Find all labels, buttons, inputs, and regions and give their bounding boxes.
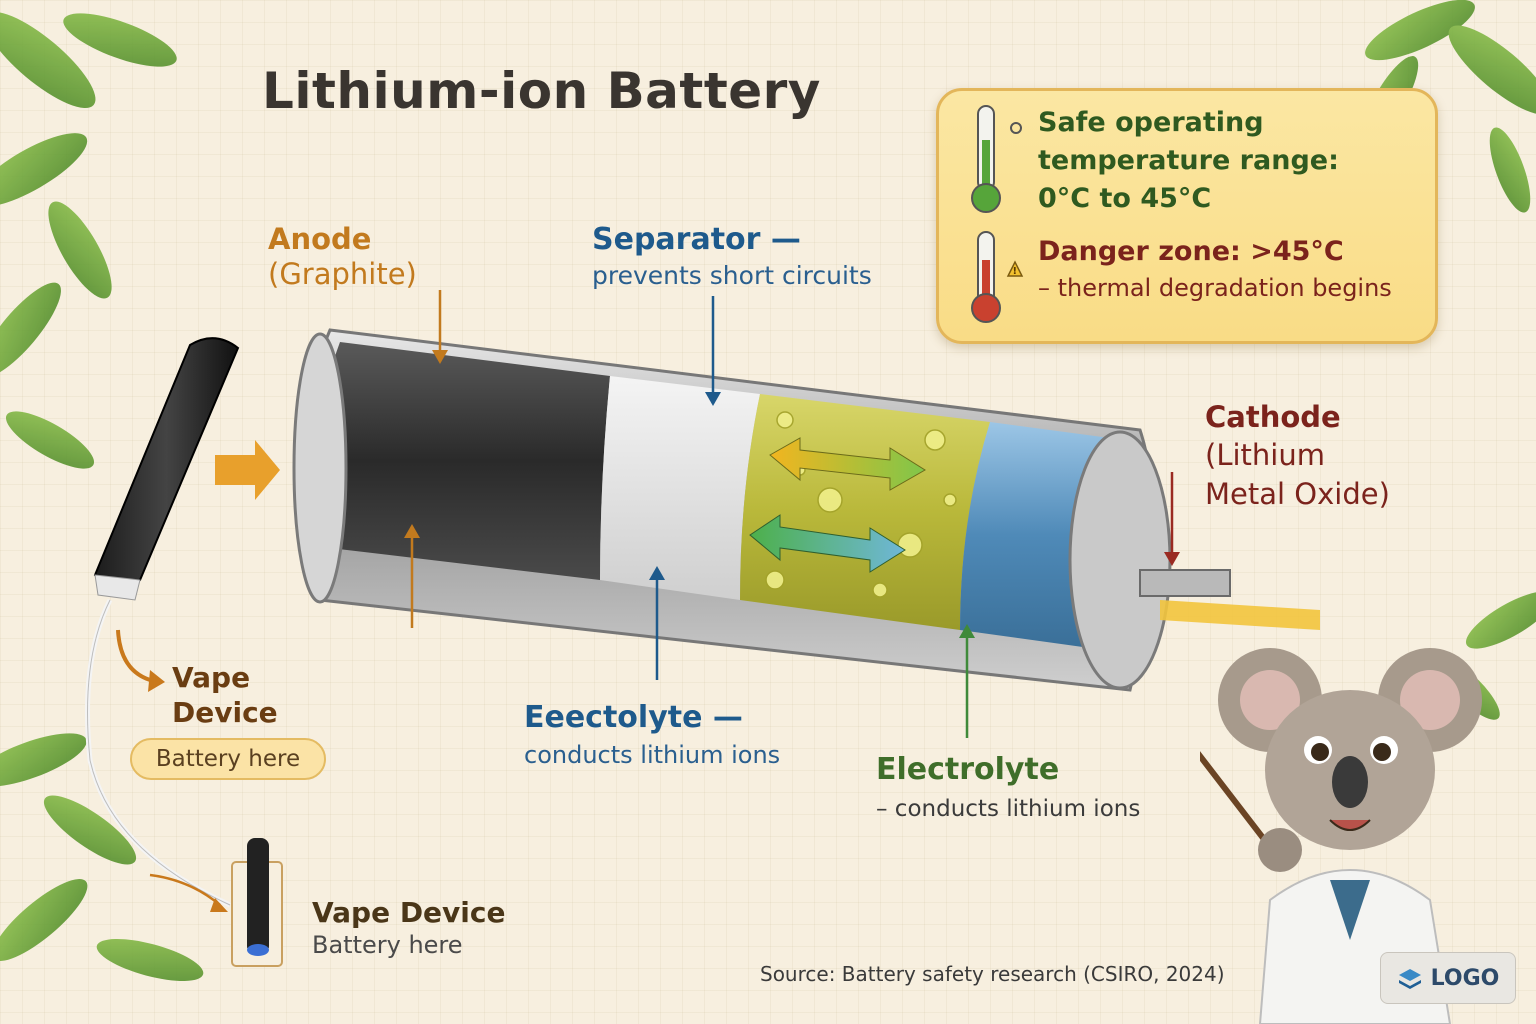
source-citation: Source: Battery safety research (CSIRO, …	[760, 962, 1225, 986]
vape-device-label-top: Vape Device	[172, 660, 278, 730]
svg-text:!: !	[1013, 266, 1018, 277]
safe-line2: temperature range:	[1038, 144, 1339, 176]
anode-section	[317, 342, 610, 580]
thermometer-danger-icon: !	[971, 231, 1024, 323]
electrolyte-label-left: Eeectolyte — conducts lithium ions	[524, 700, 780, 770]
anode-title: Anode	[268, 222, 372, 256]
cathode-line1: Cathode	[1205, 400, 1341, 434]
separator-subtitle: prevents short circuits	[592, 260, 872, 290]
cathode-line3: Metal Oxide)	[1205, 476, 1390, 511]
electrolyte-right-subtitle: – conducts lithium ions	[876, 795, 1141, 822]
safe-line3: 0°C to 45°C	[1038, 182, 1212, 214]
separator-label: Separator — prevents short circuits	[592, 222, 872, 291]
logo-icon	[1398, 969, 1421, 989]
danger-title: Danger zone: >45°C	[1038, 236, 1344, 267]
electrolyte-label-right: Electrolyte – conducts lithium ions	[876, 752, 1140, 823]
vape-device-large	[85, 337, 240, 908]
logo-badge: LOGO	[1380, 952, 1516, 1004]
separator-section	[600, 376, 760, 600]
battery-here-pill: Battery here	[130, 738, 326, 780]
danger-zone-text: Danger zone: >45°C – thermal degradation…	[1038, 232, 1392, 306]
separator-title: Separator —	[592, 222, 801, 257]
anode-subtitle: (Graphite)	[268, 257, 417, 292]
thermometer-icons: !	[971, 105, 1024, 323]
danger-subtitle: – thermal degradation begins	[1038, 274, 1392, 303]
vape-device-label-bottom: Vape Device Battery here	[312, 896, 505, 959]
electrolyte-right-title: Electrolyte	[876, 752, 1060, 787]
safe-line1: Safe operating	[1038, 107, 1264, 138]
electrolyte-left-title: Eeectolyte —	[524, 700, 743, 735]
vape-device-small	[231, 838, 283, 967]
anode-label: Anode (Graphite)	[268, 222, 417, 293]
vape-top-line1: Vape	[172, 661, 251, 694]
vape-bottom-subtitle: Battery here	[312, 931, 463, 959]
thermometer-safe-icon	[971, 105, 1022, 213]
koala-scientist-mascot	[1200, 648, 1482, 1024]
electrolyte-left-subtitle: conducts lithium ions	[524, 740, 781, 769]
logo-text: LOGO	[1430, 965, 1500, 991]
cathode-line2: (Lithium	[1205, 438, 1325, 473]
vape-top-line2: Device	[172, 696, 278, 729]
cathode-label: Cathode (Lithium Metal Oxide)	[1205, 398, 1390, 513]
page-title: Lithium-ion Battery	[262, 62, 821, 120]
safe-temperature-text: Safe operating temperature range: 0°C to…	[1038, 104, 1339, 217]
vape-bottom-title: Vape Device	[312, 896, 506, 929]
